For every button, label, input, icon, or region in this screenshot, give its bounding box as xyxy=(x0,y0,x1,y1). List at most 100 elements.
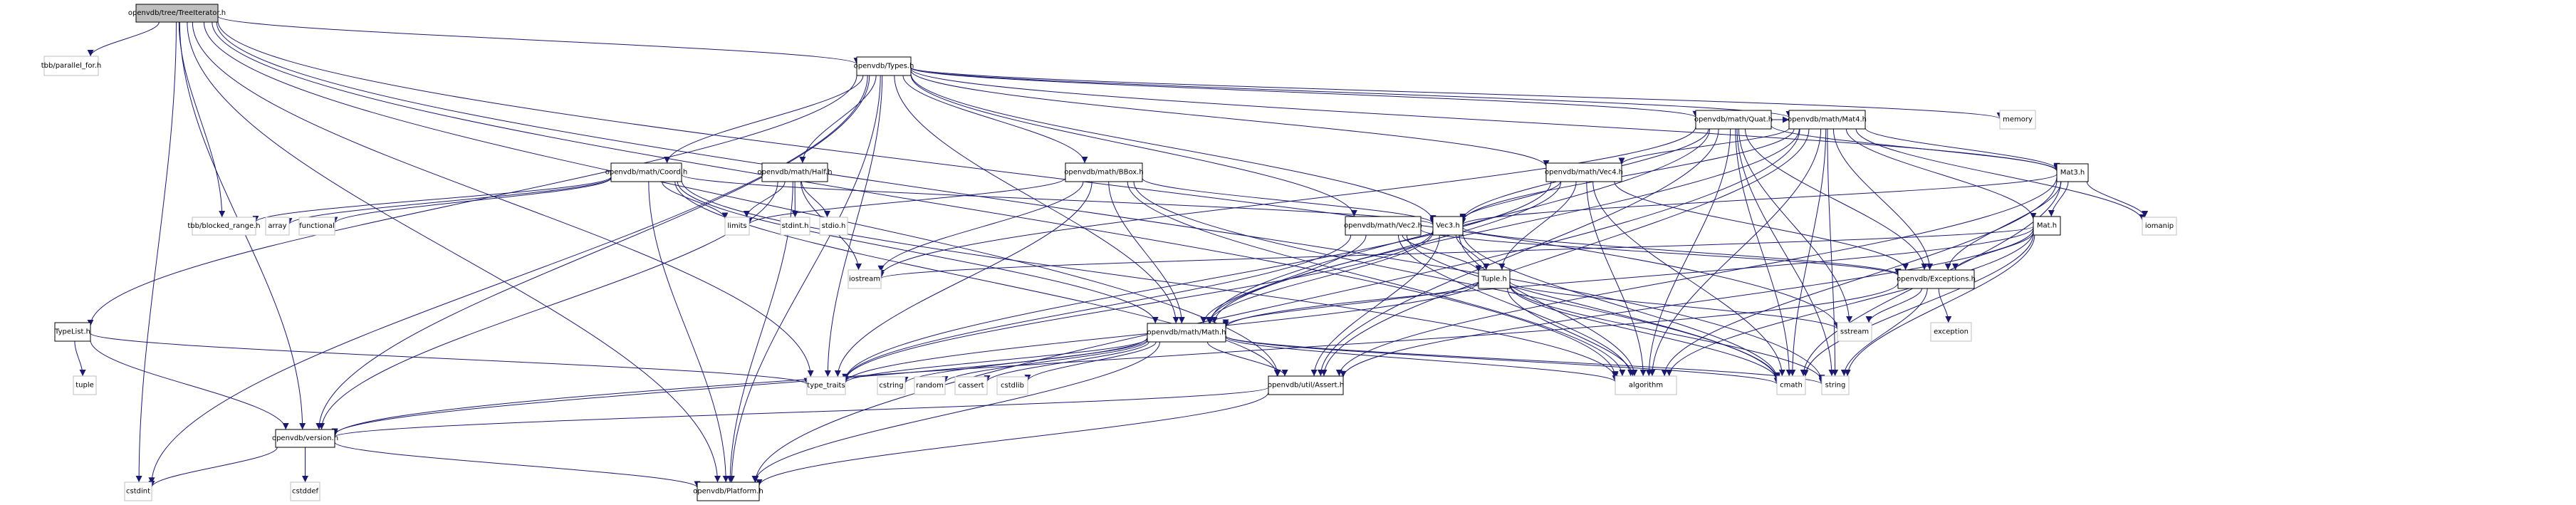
node-openvdb-platform-h[interactable]: openvdb/Platform.h xyxy=(693,481,763,501)
node-box xyxy=(290,481,320,501)
edge-types-to-coord xyxy=(664,75,864,164)
edge-treeiterator-to-algorithm xyxy=(212,21,1619,378)
edge-types-to-math xyxy=(894,75,1179,324)
edge-mat-to-exceptions xyxy=(1952,232,2034,271)
edge-vec4-to-math xyxy=(1206,181,1562,324)
edge-line xyxy=(877,126,1696,276)
node-vec3-h[interactable]: Vec3.h xyxy=(1432,216,1464,236)
edge-line xyxy=(877,181,1084,272)
edge-line xyxy=(212,21,1619,378)
node-openvdb-types-h[interactable]: openvdb/Types.h xyxy=(854,56,914,76)
node-openvdb-exceptions-h[interactable]: openvdb/Exceptions.h xyxy=(1897,269,1976,289)
edge-line xyxy=(187,21,721,483)
edge-bbox-to-math xyxy=(1108,181,1185,324)
edge-line xyxy=(677,181,1159,324)
node-box xyxy=(1999,110,2036,130)
node-label: openvdb/math/BBox.h xyxy=(1064,169,1143,177)
edge-line xyxy=(894,75,1179,324)
edge-line xyxy=(1222,281,1479,326)
node-tuple: tuple xyxy=(73,375,97,395)
edge-line xyxy=(1459,181,1561,220)
node-box xyxy=(856,56,912,76)
node-openvdb-version-h[interactable]: openvdb/version.h xyxy=(272,429,338,448)
edge-types-to-half xyxy=(799,75,877,164)
edge-quat-to-iostream xyxy=(877,126,1696,276)
edge-coord-to-limits xyxy=(662,181,729,219)
node-openvdb-util-assert-h[interactable]: openvdb/util/Assert.h xyxy=(1268,375,1344,395)
edge-line xyxy=(1206,341,1288,377)
edge-line xyxy=(1618,127,1790,165)
node-openvdb-math-vec2-h[interactable]: openvdb/math/Vec2.h xyxy=(1344,216,1422,236)
edge-line xyxy=(1225,336,1619,382)
node-label: cstring xyxy=(879,382,903,390)
node-box xyxy=(1478,269,1511,289)
edge-mat4-to-algorithm xyxy=(1649,128,1822,377)
node-label: Tuple.h xyxy=(1481,276,1507,283)
edge-line xyxy=(674,181,1281,377)
edge-tuple-to-sstream xyxy=(1509,281,1841,330)
node-box xyxy=(1065,162,1143,182)
node-openvdb-math-vec4-h[interactable]: openvdb/math/Vec4.h xyxy=(1545,162,1623,182)
edge-treeiterator-to-parallel-for xyxy=(87,21,160,57)
edge-line xyxy=(90,340,289,430)
edge-line xyxy=(90,333,810,385)
edge-line xyxy=(203,21,1281,377)
edge-line xyxy=(1509,281,1841,330)
edge-bbox-to-limits xyxy=(746,177,1066,225)
node-box xyxy=(73,375,97,395)
edge-half-to-limits xyxy=(743,181,786,218)
edge-bbox-to-iostream xyxy=(877,181,1084,272)
edge-line xyxy=(286,177,612,225)
node-mat3-h[interactable]: Mat3.h xyxy=(2056,163,2089,182)
node-openvdb-math-mat4-h[interactable]: openvdb/math/Mat4.h xyxy=(1788,110,1867,130)
node-cstddef: cstddef xyxy=(290,481,320,501)
edge-line xyxy=(1661,180,2058,377)
edge-vec3-to-cmath xyxy=(1462,232,1780,379)
edge-line xyxy=(1938,288,1952,323)
edge-line xyxy=(334,442,701,488)
node-openvdb-math-math-h[interactable]: openvdb/math/Math.h xyxy=(1147,323,1226,343)
edge-mat4-to-mat3 xyxy=(1865,127,2060,170)
edge-vec4-to-cmath xyxy=(1592,181,1785,377)
edge-mat4-to-vec3 xyxy=(1459,128,1795,222)
node-openvdb-tree-treeiterator-h[interactable]: openvdb/tree/TreeIterator.h xyxy=(128,4,226,23)
node-openvdb-math-quat-h[interactable]: openvdb/math/Quat.h xyxy=(1694,110,1773,130)
edge-line xyxy=(664,75,864,164)
edge-line xyxy=(984,341,1149,382)
edge-mat4-to-cmath xyxy=(1789,128,1827,377)
edge-line xyxy=(331,337,1148,435)
edge-line xyxy=(1420,229,1902,276)
edge-line xyxy=(648,181,729,483)
edge-line xyxy=(902,75,1088,164)
edge-line xyxy=(756,392,1269,486)
node-label: memory xyxy=(2003,116,2033,124)
node-label: openvdb/Exceptions.h xyxy=(1897,276,1976,283)
node-label: openvdb/Types.h xyxy=(854,63,914,71)
node-openvdb-math-coord-h[interactable]: openvdb/math/Coord.h xyxy=(605,162,687,182)
node-stdint-h: stdint.h xyxy=(780,217,810,236)
edge-line xyxy=(1498,181,1577,271)
node-sstream: sstream xyxy=(1837,322,1872,342)
edge-exceptions-to-sstream xyxy=(1865,288,1922,323)
node-typelist-h[interactable]: TypeList.h xyxy=(54,322,91,342)
edge-coord-to-array xyxy=(286,177,612,225)
edge-line xyxy=(1745,128,1928,271)
edge-line xyxy=(1402,234,1482,272)
node-label: random xyxy=(916,382,944,390)
edge-treeiterator-to-cstdint xyxy=(135,21,177,483)
node-box xyxy=(1147,323,1226,343)
node-label: Mat3.h xyxy=(2060,169,2085,177)
node-box xyxy=(780,217,810,236)
edge-line xyxy=(1462,232,1780,379)
node-tuple-h[interactable]: Tuple.h xyxy=(1478,269,1511,289)
node-openvdb-math-half-h[interactable]: openvdb/math/Half.h xyxy=(757,162,833,182)
node-openvdb-math-bbox-h[interactable]: openvdb/math/BBox.h xyxy=(1064,162,1144,182)
node-mat-h[interactable]: Mat.h xyxy=(2033,216,2061,236)
edge-line xyxy=(316,75,870,430)
edge-mat3-to-exceptions xyxy=(1944,181,2062,271)
edge-line xyxy=(1735,128,1793,377)
edge-line xyxy=(910,75,1357,217)
edge-line xyxy=(1108,181,1185,324)
node-box xyxy=(724,217,750,236)
edge-quat-to-algorithm xyxy=(1645,128,1731,377)
